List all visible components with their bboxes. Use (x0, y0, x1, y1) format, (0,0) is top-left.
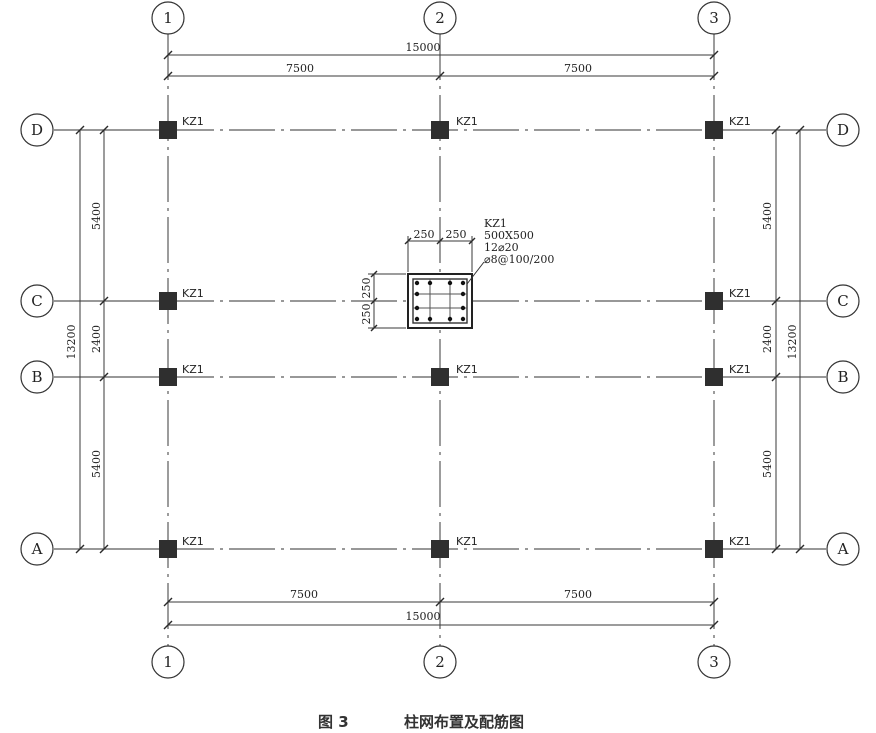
axis-bubble-left-d (20, 113, 54, 147)
dim-top-total: 15000 (406, 41, 441, 54)
detail-name: KZ1 (484, 217, 507, 230)
column-label-d1: KZ1 (182, 115, 204, 128)
bottom-dimension-chain: 7500 7500 15000 (163, 588, 719, 630)
axis-bubble-right-b (826, 360, 860, 394)
axis-label-right-c: C (837, 292, 848, 310)
column-d3 (705, 121, 723, 139)
dim-left-total: 13200 (65, 325, 78, 360)
column-b3 (705, 368, 723, 386)
column-label-b3: KZ1 (729, 363, 751, 376)
axis-label-top-1: 1 (163, 9, 173, 27)
axis-label-right-d: D (837, 121, 849, 139)
column-a3 (705, 540, 723, 558)
dim-bottom-left: 7500 (290, 588, 318, 601)
axis-bubble-bottom-1 (151, 645, 185, 679)
axis-label-right-a: A (837, 540, 849, 558)
detail-dim-v2: 250 (360, 304, 373, 325)
axis-label-right-b: B (837, 368, 848, 386)
axis-bubble-right-a (826, 532, 860, 566)
axis-label-top-2: 2 (435, 9, 445, 27)
column-label-b2: KZ1 (456, 363, 478, 376)
axis-bubble-right-d (826, 113, 860, 147)
axis-bubble-top-2 (423, 1, 457, 35)
section-stirrup (412, 278, 468, 324)
column-section-detail: 250 250 250 250 KZ1 500X500 12⌀20 ⌀8@100… (360, 217, 554, 332)
column-label-a1: KZ1 (182, 535, 204, 548)
detail-dim-h2: 250 (446, 228, 467, 241)
column-d1 (159, 121, 177, 139)
detail-main-bars: 12⌀20 (484, 241, 519, 254)
column-a1 (159, 540, 177, 558)
column-b2 (431, 368, 449, 386)
axis-bubble-bottom-2 (423, 645, 457, 679)
axis-label-left-b: B (31, 368, 42, 386)
dim-left-cb: 2400 (90, 325, 103, 353)
figure-number: 图 3 (318, 713, 349, 731)
main-bars (414, 280, 466, 322)
left-dimension-chain: 5400 2400 5400 13200 (65, 125, 109, 554)
axis-bubble-right-c (826, 284, 860, 318)
figure-title: 柱网布置及配筋图 (404, 713, 524, 731)
axis-label-bottom-3: 3 (709, 653, 719, 671)
column-label-a3: KZ1 (729, 535, 751, 548)
dim-bottom-right: 7500 (564, 588, 592, 601)
dim-left-dc: 5400 (90, 202, 103, 230)
axis-label-left-d: D (31, 121, 43, 139)
axis-label-left-c: C (31, 292, 42, 310)
column-b1 (159, 368, 177, 386)
column-c1 (159, 292, 177, 310)
axis-label-top-3: 3 (709, 9, 719, 27)
column-label-d3: KZ1 (729, 115, 751, 128)
column-label-d2: KZ1 (456, 115, 478, 128)
axis-bubble-top-1 (151, 1, 185, 35)
detail-dim-h1: 250 (414, 228, 435, 241)
axis-bubble-left-c (20, 284, 54, 318)
top-dimension-chain: 15000 7500 7500 (163, 41, 719, 81)
axis-bubble-top-3 (697, 1, 731, 35)
column-label-c1: KZ1 (182, 287, 204, 300)
dim-right-total: 13200 (786, 325, 799, 360)
axis-label-bottom-1: 1 (163, 653, 173, 671)
column-a2 (431, 540, 449, 558)
axis-bubble-left-a (20, 532, 54, 566)
column-label-c3: KZ1 (729, 287, 751, 300)
detail-stirrups: ⌀8@100/200 (484, 253, 554, 266)
axis-bubble-bottom-3 (697, 645, 731, 679)
column-label-a2: KZ1 (456, 535, 478, 548)
right-dimension-chain: 5400 2400 5400 13200 (761, 125, 805, 554)
column-label-b1: KZ1 (182, 363, 204, 376)
detail-dim-v1: 250 (360, 278, 373, 299)
dim-right-dc: 5400 (761, 202, 774, 230)
detail-size: 500X500 (484, 229, 534, 242)
axis-label-left-a: A (31, 540, 43, 558)
axis-bubble-left-b (20, 360, 54, 394)
dim-left-ba: 5400 (90, 450, 103, 478)
column-d2 (431, 121, 449, 139)
column-c3 (705, 292, 723, 310)
dim-right-ba: 5400 (761, 450, 774, 478)
dim-top-left: 7500 (286, 62, 314, 75)
axis-label-bottom-2: 2 (435, 653, 445, 671)
dim-bottom-total: 15000 (406, 610, 441, 623)
dim-top-right: 7500 (564, 62, 592, 75)
dim-right-cb: 2400 (761, 325, 774, 353)
